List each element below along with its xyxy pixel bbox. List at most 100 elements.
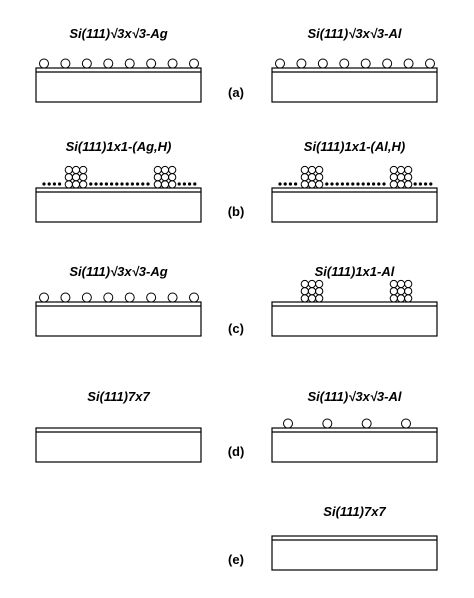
panel-title: Si(111)√3x√3-Ag	[69, 264, 167, 279]
adsorbate-atom	[425, 58, 435, 69]
adsorbate-atom	[296, 58, 307, 69]
hydrogen-dot	[356, 182, 360, 186]
adsorbate-atom	[39, 292, 49, 303]
atom-island	[300, 165, 324, 189]
adsorbate-atom	[81, 292, 92, 303]
island-atom	[64, 165, 73, 175]
hydrogen-dot	[283, 182, 287, 186]
island-atom	[389, 279, 398, 289]
hydrogen-dot	[104, 182, 108, 186]
silicon-substrate	[35, 427, 202, 463]
silicon-substrate	[35, 187, 202, 223]
island-atom	[168, 165, 177, 175]
hydrogen-dot	[424, 182, 428, 186]
hydrogen-dot	[146, 182, 150, 186]
island-atom	[79, 173, 88, 182]
hydrogen-dot	[330, 182, 334, 186]
surface-panel-right: Si(111)7x7	[271, 504, 438, 571]
hydrogen-dot	[335, 182, 339, 186]
island-atom	[168, 173, 177, 182]
panel-title: Si(111)√3x√3-Al	[308, 26, 402, 41]
island-atom	[396, 165, 406, 175]
silicon-substrate	[271, 67, 438, 103]
hydrogen-dot	[58, 182, 62, 186]
island-atom	[160, 180, 170, 189]
hydrogen-dot	[361, 182, 365, 186]
row-label: (d)	[228, 444, 245, 459]
island-atom	[71, 165, 81, 175]
hydrogen-dot	[89, 182, 93, 186]
surface-panel-right: Si(111)1x1-(Al,H)	[271, 139, 438, 223]
adsorbate-atom	[360, 58, 371, 69]
island-atom	[396, 173, 406, 182]
hydrogen-dot	[382, 182, 386, 186]
silicon-substrate	[271, 535, 438, 571]
island-atom	[79, 165, 88, 175]
island-atom	[300, 294, 309, 303]
island-atom	[307, 165, 317, 175]
row-label: (c)	[228, 321, 244, 336]
panel-title: Si(111)7x7	[323, 504, 386, 519]
adsorbate-atom	[339, 58, 350, 69]
island-atom	[404, 294, 413, 303]
row-label: (a)	[228, 85, 244, 100]
adsorbate-atom	[167, 58, 178, 69]
island-atom	[153, 173, 162, 182]
figure-row: (a) Si(111)√3x√3-Ag Si(111)√3x√3-Al	[35, 26, 438, 103]
hydrogen-dot	[110, 182, 114, 186]
figure-row: (d) Si(111)7x7 Si(111)√3x√3-Al	[35, 389, 438, 463]
island-atom	[389, 180, 398, 189]
hydrogen-dot	[377, 182, 381, 186]
adsorbate-atom	[60, 58, 71, 69]
adsorbate-atom	[275, 58, 285, 69]
hydrogen-dot	[130, 182, 134, 186]
island-atom	[396, 294, 406, 303]
island-atom	[71, 173, 81, 182]
hydrogen-dot	[182, 182, 186, 186]
row-label: (b)	[228, 204, 245, 219]
hydrogen-dot	[288, 182, 292, 186]
hydrogen-dot	[372, 182, 376, 186]
surface-panel-left: Si(111)√3x√3-Ag	[35, 264, 202, 337]
adsorbate-atom	[60, 292, 71, 303]
island-atom	[64, 173, 73, 182]
hydrogen-dot	[418, 182, 422, 186]
panel-title: Si(111)7x7	[87, 389, 150, 404]
island-atom	[300, 180, 309, 189]
hydrogen-dot	[193, 182, 197, 186]
hydrogen-dot	[52, 182, 57, 186]
hydrogen-dot	[94, 182, 98, 186]
surface-panel-right: Si(111)√3x√3-Al	[271, 389, 438, 463]
island-atom	[153, 180, 162, 189]
island-atom	[315, 173, 324, 182]
adsorbate-atom	[81, 58, 92, 69]
adsorbate-atom	[403, 58, 414, 69]
hydrogen-dot	[413, 182, 417, 186]
hydrogen-dot	[125, 182, 129, 186]
island-atom	[396, 287, 406, 296]
island-atom	[389, 294, 398, 303]
island-atom	[300, 165, 309, 175]
panel-title: Si(111)1x1-(Al,H)	[304, 139, 405, 154]
island-atom	[389, 287, 398, 296]
figure-row: (b)Si(111)1x1-(Ag,H)Si(111)1x1-(Al,H)	[35, 139, 438, 223]
island-atom	[300, 279, 309, 289]
hydrogen-dot	[346, 182, 350, 186]
island-atom	[404, 165, 413, 175]
island-atom	[404, 180, 413, 189]
adsorbate-atom	[189, 292, 199, 303]
atom-island	[389, 165, 413, 189]
atom-island	[64, 165, 88, 189]
adsorbate-atom	[39, 58, 49, 69]
adsorbate-atom	[103, 292, 114, 303]
surface-panel-left: Si(111)√3x√3-Ag	[35, 26, 202, 103]
island-atom	[315, 279, 324, 289]
adsorbate-atom	[317, 58, 328, 69]
hydrogen-dot	[115, 182, 119, 186]
hydrogen-dot	[429, 182, 433, 186]
adsorbate-atom	[167, 292, 178, 303]
adsorbate-atom	[124, 292, 135, 303]
island-atom	[315, 294, 324, 303]
silicon-substrate	[271, 427, 438, 463]
